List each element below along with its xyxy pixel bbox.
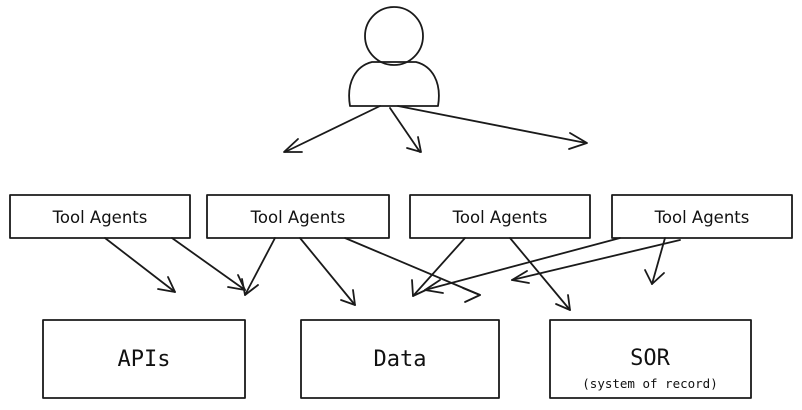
arrow-agent2-data-b bbox=[344, 237, 481, 296]
arrow-agent3-data bbox=[412, 237, 466, 297]
arrow-agent2-apis bbox=[244, 237, 276, 296]
arrow-user-middle bbox=[389, 107, 421, 153]
target-row: APIs Data SOR (system of record) bbox=[42, 319, 752, 399]
tool-agent-box-2: Tool Agents bbox=[206, 194, 390, 239]
arrow-agent4-sor-b bbox=[651, 237, 666, 285]
agent-arrows bbox=[104, 237, 681, 311]
target-box-sor: SOR (system of record) bbox=[549, 319, 752, 399]
arrow-agent4-sor-a bbox=[511, 239, 681, 281]
arrow-user-left bbox=[284, 105, 381, 153]
tool-agent-label: Tool Agents bbox=[250, 208, 346, 227]
arrow-agent2-data bbox=[299, 237, 356, 306]
tool-agent-box-1: Tool Agents bbox=[9, 194, 191, 239]
arrow-agent1-apis-b bbox=[171, 237, 246, 291]
agent-row: Tool Agents Tool Agents Tool Agents Tool… bbox=[9, 194, 793, 239]
tool-agent-box-3: Tool Agents bbox=[409, 194, 591, 239]
user-arrows bbox=[283, 105, 588, 153]
tool-agent-box-4: Tool Agents bbox=[611, 194, 793, 239]
target-sublabel: (system of record) bbox=[582, 376, 717, 391]
tool-agent-label: Tool Agents bbox=[654, 208, 750, 227]
user-icon bbox=[348, 6, 440, 107]
target-box-data: Data bbox=[300, 319, 500, 399]
arrow-user-right bbox=[397, 105, 587, 144]
tool-agent-label: Tool Agents bbox=[52, 208, 148, 227]
target-label: APIs bbox=[118, 347, 171, 372]
target-label: Data bbox=[374, 347, 427, 372]
arrow-agent1-apis-a bbox=[104, 237, 176, 293]
arrow-agent4-data bbox=[424, 237, 621, 291]
target-box-apis: APIs bbox=[42, 319, 246, 399]
tool-agent-label: Tool Agents bbox=[452, 208, 548, 227]
target-label: SOR bbox=[630, 346, 670, 371]
